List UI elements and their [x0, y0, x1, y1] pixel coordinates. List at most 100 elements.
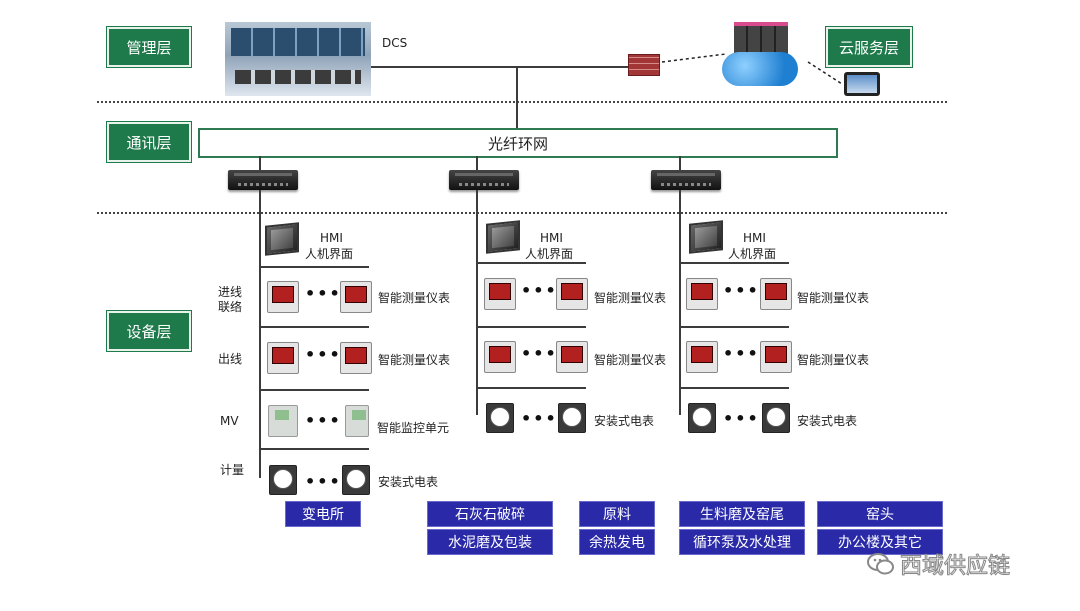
col2-hline-3 [476, 387, 586, 389]
drop-3 [679, 156, 681, 170]
ellipsis: ••• [723, 409, 760, 428]
control-room-image [225, 22, 371, 96]
area-waste-heat-power[interactable]: 余热发电 [579, 529, 655, 555]
fiber-ring-label: 光纤环网 [487, 134, 548, 153]
col1-device-label-2: 智能测量仪表 [378, 353, 451, 367]
device-layer-tag: 设备层 [107, 311, 191, 351]
drop-2 [476, 156, 478, 170]
ellipsis: ••• [305, 345, 342, 364]
meter-icon [760, 341, 792, 373]
area-office-other[interactable]: 办公楼及其它 [817, 529, 943, 555]
monitor-unit-icon [345, 405, 369, 437]
dial-meter-icon [762, 403, 790, 433]
col2-device-label-1: 智能测量仪表 [594, 291, 667, 305]
dcs-label: DCS [382, 36, 408, 50]
watermark-text: 西域供应链 [899, 554, 1011, 580]
management-layer-tag: 管理层 [107, 27, 191, 67]
area-raw-material[interactable]: 原料 [579, 501, 655, 527]
meter-icon [760, 278, 792, 310]
switch-icon [651, 170, 721, 190]
switch-icon [228, 170, 298, 190]
area-substation[interactable]: 变电所 [285, 501, 361, 527]
dial-meter-icon [558, 403, 586, 433]
ellipsis: ••• [521, 409, 558, 428]
meter-icon [686, 278, 718, 310]
col2-hline-1 [476, 262, 586, 264]
area-limestone-crushing[interactable]: 石灰石破碎 [427, 501, 553, 527]
area-kiln-head[interactable]: 窑头 [817, 501, 943, 527]
management-bus [371, 66, 628, 68]
ellipsis: ••• [723, 344, 760, 363]
col2-device-label-3: 安装式电表 [594, 414, 655, 428]
col3-hmi-bottom: 人机界面 [728, 247, 777, 261]
firewall-cloud-link [661, 53, 727, 63]
watermark: 西域供应链 [866, 548, 1011, 580]
col3-device-label-2: 智能测量仪表 [797, 353, 870, 367]
trunk-line [516, 66, 518, 128]
meter-icon [267, 342, 299, 374]
col3-bus [679, 190, 681, 415]
dial-meter-icon [486, 403, 514, 433]
firewall-icon [628, 54, 660, 76]
col1-device-label-1: 智能测量仪表 [378, 291, 451, 305]
ellipsis: ••• [521, 281, 558, 300]
monitor-unit-icon [268, 405, 298, 437]
row-label-tie: 联络 [218, 300, 243, 314]
col3-device-label-3: 安装式电表 [797, 414, 858, 428]
area-cement-mill-packing[interactable]: 水泥磨及包装 [427, 529, 553, 555]
cloud-server-icon [720, 22, 800, 88]
row-label-outgoing: 出线 [218, 352, 243, 366]
row-label-mv: MV [220, 414, 239, 428]
ellipsis: ••• [521, 344, 558, 363]
col2-hmi-top: HMI [540, 231, 563, 245]
switch-icon [449, 170, 519, 190]
meter-icon [556, 278, 588, 310]
col1-hmi-bottom: 人机界面 [305, 247, 354, 261]
separator-communication [97, 212, 947, 214]
meter-icon [340, 342, 372, 374]
dial-meter-icon [269, 465, 297, 495]
tablet-icon [844, 72, 880, 96]
row-label-incoming: 进线 [218, 285, 243, 299]
communication-layer-tag: 通讯层 [107, 122, 191, 162]
col3-hline-2 [679, 326, 789, 328]
meter-icon [686, 341, 718, 373]
ellipsis: ••• [305, 411, 342, 430]
ellipsis: ••• [723, 281, 760, 300]
col1-hline-1 [259, 266, 369, 268]
meter-icon [484, 278, 516, 310]
ellipsis: ••• [305, 472, 342, 491]
separator-management [97, 101, 947, 103]
col3-device-label-1: 智能测量仪表 [797, 291, 870, 305]
col1-hline-4 [259, 448, 369, 450]
col2-device-label-2: 智能测量仪表 [594, 353, 667, 367]
col2-bus [476, 190, 478, 415]
hmi-icon [689, 220, 723, 254]
col1-hline-3 [259, 389, 369, 391]
hmi-icon [265, 222, 299, 256]
meter-icon [267, 281, 299, 313]
col1-hmi-top: HMI [320, 231, 343, 245]
meter-icon [484, 341, 516, 373]
cloud-tablet-link [807, 61, 843, 85]
col2-hmi-bottom: 人机界面 [525, 247, 574, 261]
col3-hmi-top: HMI [743, 231, 766, 245]
wechat-icon [867, 553, 894, 575]
dial-meter-icon [342, 465, 370, 495]
col2-hline-2 [476, 326, 586, 328]
col1-device-label-3: 智能监控单元 [377, 421, 450, 435]
col3-hline-1 [679, 262, 789, 264]
hmi-icon [486, 220, 520, 254]
col3-hline-3 [679, 387, 789, 389]
meter-icon [556, 341, 588, 373]
col1-bus [259, 190, 261, 478]
col1-hline-2 [259, 326, 369, 328]
area-circulating-pump-water[interactable]: 循环泵及水处理 [679, 529, 805, 555]
ellipsis: ••• [305, 284, 342, 303]
fiber-ring: 光纤环网 [198, 128, 838, 158]
meter-icon [340, 281, 372, 313]
dial-meter-icon [688, 403, 716, 433]
row-label-metering: 计量 [220, 463, 245, 477]
cloud-layer-tag: 云服务层 [826, 27, 912, 67]
area-raw-mill-kiln-tail[interactable]: 生料磨及窑尾 [679, 501, 805, 527]
